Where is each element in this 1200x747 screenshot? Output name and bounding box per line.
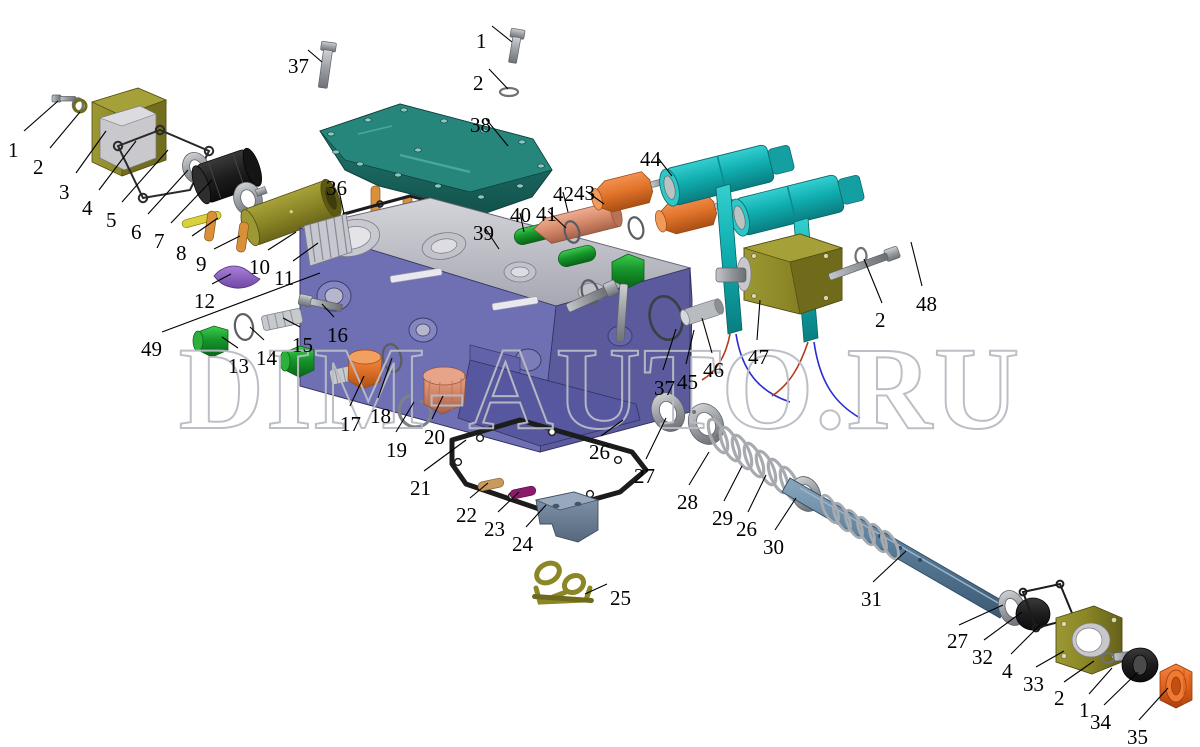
callout-number-1: 1 <box>8 138 19 162</box>
part-31-long-shaft <box>781 477 1009 619</box>
part-group-shaft-train <box>650 392 1193 709</box>
callout-number-6: 6 <box>131 220 142 244</box>
callout-number-8: 8 <box>176 241 187 265</box>
callout-number-30: 30 <box>763 535 784 559</box>
callout-number-2: 2 <box>875 308 886 332</box>
part-38-teal-cover-plate <box>319 103 553 214</box>
callout-number-41: 41 <box>536 202 557 226</box>
part-33-olive-bracket <box>1055 605 1123 675</box>
part-green-bolt-assembly <box>611 253 645 343</box>
callout-number-17: 17 <box>340 412 361 436</box>
part-47-olive-valve-block <box>715 233 844 315</box>
part-35-orange-bush <box>1159 663 1193 709</box>
callout-number-24: 24 <box>512 532 533 556</box>
callout-number-15: 15 <box>292 333 313 357</box>
callout-number-47: 47 <box>748 345 769 369</box>
callout-number-26: 26 <box>736 517 757 541</box>
part-14-o-ring <box>233 313 255 341</box>
callout-number-7: 7 <box>154 229 165 253</box>
callout-number-10: 10 <box>249 255 270 279</box>
callout-number-40: 40 <box>510 203 531 227</box>
callout-number-33: 33 <box>1023 672 1044 696</box>
callout-number-4: 4 <box>82 196 93 220</box>
part-34-rubber-bush <box>1121 647 1159 683</box>
callout-number-42: 42 <box>553 182 574 206</box>
callout-number-19: 19 <box>386 438 407 462</box>
part-group-valves <box>513 144 901 419</box>
part-17-orange-plug <box>347 349 383 390</box>
part-44-teal-cylinder <box>659 144 865 343</box>
callout-number-4: 4 <box>1002 659 1013 683</box>
callout-number-44: 44 <box>640 147 661 171</box>
wiring-harness <box>701 333 861 419</box>
callout-number-1: 1 <box>1079 698 1090 722</box>
callout-number-2: 2 <box>473 71 484 95</box>
callout-number-31: 31 <box>861 587 882 611</box>
part-25-base-bar <box>532 594 594 603</box>
callout-number-5: 5 <box>106 208 117 232</box>
callout-number-14: 14 <box>256 346 277 370</box>
callout-number-34: 34 <box>1090 710 1111 734</box>
part-13-green-plug-2 <box>279 345 315 378</box>
part-1-bolt <box>51 94 77 103</box>
callout-number-39: 39 <box>473 221 494 245</box>
callout-number-37: 37 <box>288 54 309 78</box>
callout-number-18: 18 <box>370 404 391 428</box>
callout-number-27: 27 <box>634 464 655 488</box>
part-37-long-bolt-2 <box>565 279 620 313</box>
callout-number-25: 25 <box>610 586 631 610</box>
part-13-green-plug <box>192 325 229 358</box>
part-42-o-ring-2 <box>627 216 645 240</box>
callout-number-13: 13 <box>228 354 249 378</box>
callout-number-21: 21 <box>410 476 431 500</box>
part-40-green-sleeve-2 <box>557 244 597 268</box>
callout-number-20: 20 <box>424 425 445 449</box>
callout-number-11: 11 <box>274 266 295 290</box>
part-7-clamp-ring <box>233 181 268 217</box>
callout-number-35: 35 <box>1127 725 1148 747</box>
callout-number-48: 48 <box>916 292 937 316</box>
callout-number-45: 45 <box>677 370 698 394</box>
part-10-olive-tube <box>240 178 342 247</box>
part-37-long-bolt <box>318 40 337 89</box>
callout-number-29: 29 <box>712 506 733 530</box>
callout-number-23: 23 <box>484 517 505 541</box>
callout-number-16: 16 <box>327 323 348 347</box>
callout-number-28: 28 <box>677 490 698 514</box>
callout-number-26: 26 <box>589 440 610 464</box>
callout-number-3: 3 <box>59 180 70 204</box>
callout-number-22: 22 <box>456 503 477 527</box>
part-24-slate-block <box>534 491 600 543</box>
part-42-o-ring <box>563 220 581 244</box>
callout-number-43: 43 <box>574 181 595 205</box>
part-46-steel-sleeve <box>680 298 724 326</box>
part-1-bolt-top <box>508 27 526 64</box>
callout-number-2: 2 <box>33 155 44 179</box>
callout-number-9: 9 <box>196 252 207 276</box>
callout-number-32: 32 <box>972 645 993 669</box>
callout-number-38: 38 <box>470 113 491 137</box>
callout-number-36: 36 <box>326 176 347 200</box>
callout-number-46: 46 <box>703 358 724 382</box>
part-2-washer-top <box>498 86 520 98</box>
callout-number-2: 2 <box>1054 686 1065 710</box>
callout-number-49: 49 <box>141 337 162 361</box>
part-23-magenta-pin <box>509 485 537 500</box>
callout-number-12: 12 <box>194 289 215 313</box>
callout-number-37: 37 <box>654 376 675 400</box>
callout-number-27: 27 <box>947 629 968 653</box>
callout-number-1: 1 <box>476 29 487 53</box>
part-15-spring-pin <box>261 308 304 331</box>
part-22-tan-pin <box>477 477 505 492</box>
